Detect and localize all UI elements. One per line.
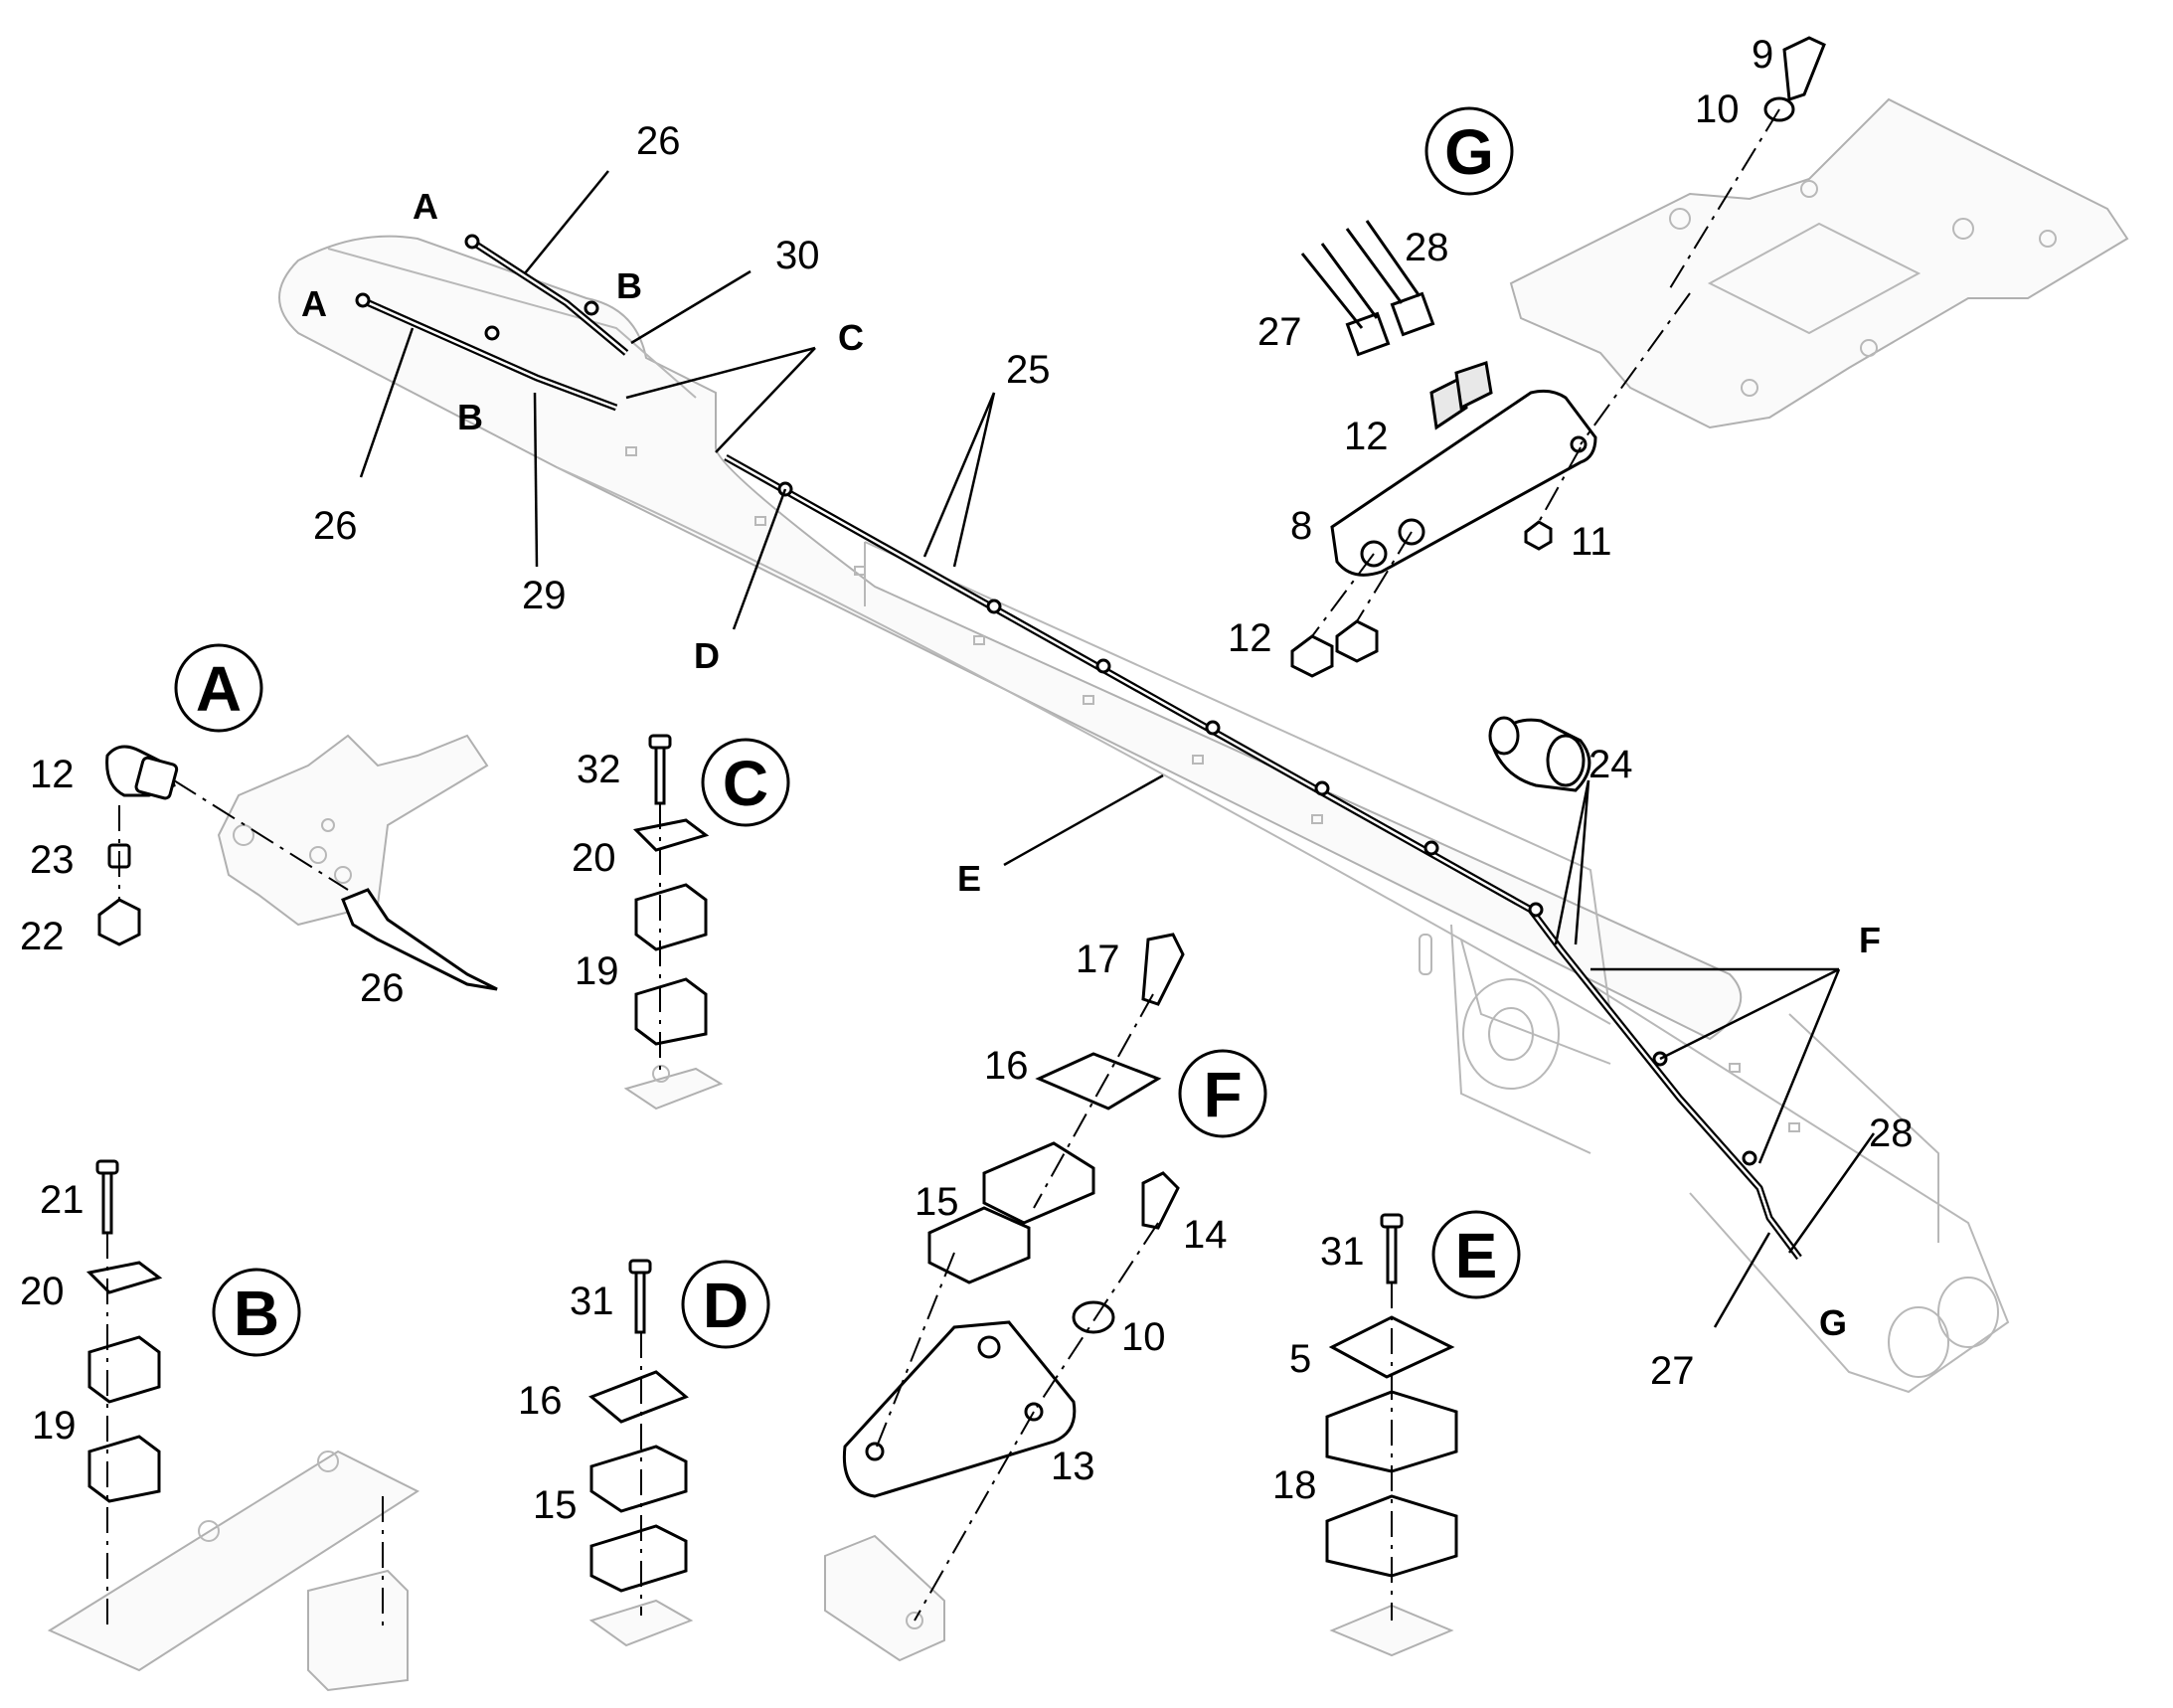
callout: D xyxy=(694,635,720,676)
svg-text:F: F xyxy=(1203,1059,1242,1130)
callout: 20 xyxy=(20,1270,65,1313)
callout: 5 xyxy=(1289,1337,1311,1381)
detail-c-assembly xyxy=(623,734,724,1110)
callout: 29 xyxy=(522,574,567,617)
detail-badge-a: A xyxy=(174,643,263,733)
callout: 27 xyxy=(1257,310,1302,354)
callout: B xyxy=(457,397,483,437)
callout: 22 xyxy=(20,915,65,958)
callout: 14 xyxy=(1183,1213,1228,1257)
detail-a-assembly xyxy=(97,734,498,991)
callout: 26 xyxy=(360,966,405,1010)
detail-badge-e: E xyxy=(1431,1210,1521,1299)
detail-badge-d: D xyxy=(681,1260,770,1349)
svg-text:A: A xyxy=(196,653,242,725)
callout: 18 xyxy=(1272,1463,1317,1507)
detail-g-assembly xyxy=(1290,36,2129,678)
callout: 16 xyxy=(984,1044,1029,1088)
callout-labels: 26 30 A A B B C 26 29 25 D E 24 F 28 27 … xyxy=(20,33,1914,1527)
detail-d-assembly xyxy=(588,1259,694,1647)
callout: 31 xyxy=(1320,1230,1365,1274)
callout: 31 xyxy=(570,1280,614,1323)
callout: A xyxy=(413,186,438,227)
callout: E xyxy=(957,858,981,899)
callout: 10 xyxy=(1695,87,1740,131)
leader-lines xyxy=(359,170,1876,1328)
callout: B xyxy=(616,265,642,306)
hose-lines xyxy=(355,234,1802,1261)
callout: 12 xyxy=(30,753,75,796)
callout: 27 xyxy=(1650,1349,1695,1393)
svg-text:C: C xyxy=(723,748,768,819)
boom-assembly xyxy=(278,235,2010,1394)
callout: 11 xyxy=(1571,520,1612,564)
detail-e-assembly xyxy=(1325,1213,1458,1657)
callout: 16 xyxy=(518,1379,563,1423)
callout: G xyxy=(1819,1302,1847,1343)
callout: 12 xyxy=(1344,415,1389,458)
callout: 17 xyxy=(1076,938,1120,981)
callout: 12 xyxy=(1228,616,1272,660)
callout: 28 xyxy=(1869,1111,1914,1155)
callout: F xyxy=(1859,920,1881,960)
callout: 13 xyxy=(1051,1445,1095,1488)
svg-text:D: D xyxy=(703,1270,749,1341)
callout: 23 xyxy=(30,838,75,882)
callout: 30 xyxy=(775,234,820,277)
callout: 19 xyxy=(32,1404,77,1448)
svg-text:B: B xyxy=(234,1278,279,1349)
detail-b-assembly xyxy=(47,1159,420,1692)
callout: 10 xyxy=(1121,1315,1166,1359)
callout: 19 xyxy=(575,949,619,993)
detail-badge-g: G xyxy=(1424,106,1514,196)
callout: 15 xyxy=(915,1180,959,1224)
callout: 24 xyxy=(1588,743,1633,786)
callout: 28 xyxy=(1405,226,1449,269)
callout: 25 xyxy=(1006,348,1051,392)
coupling-24-part xyxy=(1488,716,1591,792)
callout: 9 xyxy=(1752,33,1773,77)
callout: A xyxy=(301,283,327,324)
detail-badge-f: F xyxy=(1178,1049,1267,1138)
callout: C xyxy=(838,317,864,358)
detail-badge-c: C xyxy=(701,738,790,827)
callout: 21 xyxy=(40,1178,84,1222)
callout: 15 xyxy=(533,1483,578,1527)
callout: 26 xyxy=(636,119,681,163)
callout: 32 xyxy=(577,748,621,791)
callout: 26 xyxy=(313,504,358,548)
callout: 8 xyxy=(1290,504,1312,548)
svg-text:G: G xyxy=(1444,116,1494,188)
detail-f-assembly xyxy=(824,933,1185,1662)
svg-text:E: E xyxy=(1455,1220,1498,1291)
callout: 20 xyxy=(572,836,616,880)
detail-badge-b: B xyxy=(212,1268,301,1357)
